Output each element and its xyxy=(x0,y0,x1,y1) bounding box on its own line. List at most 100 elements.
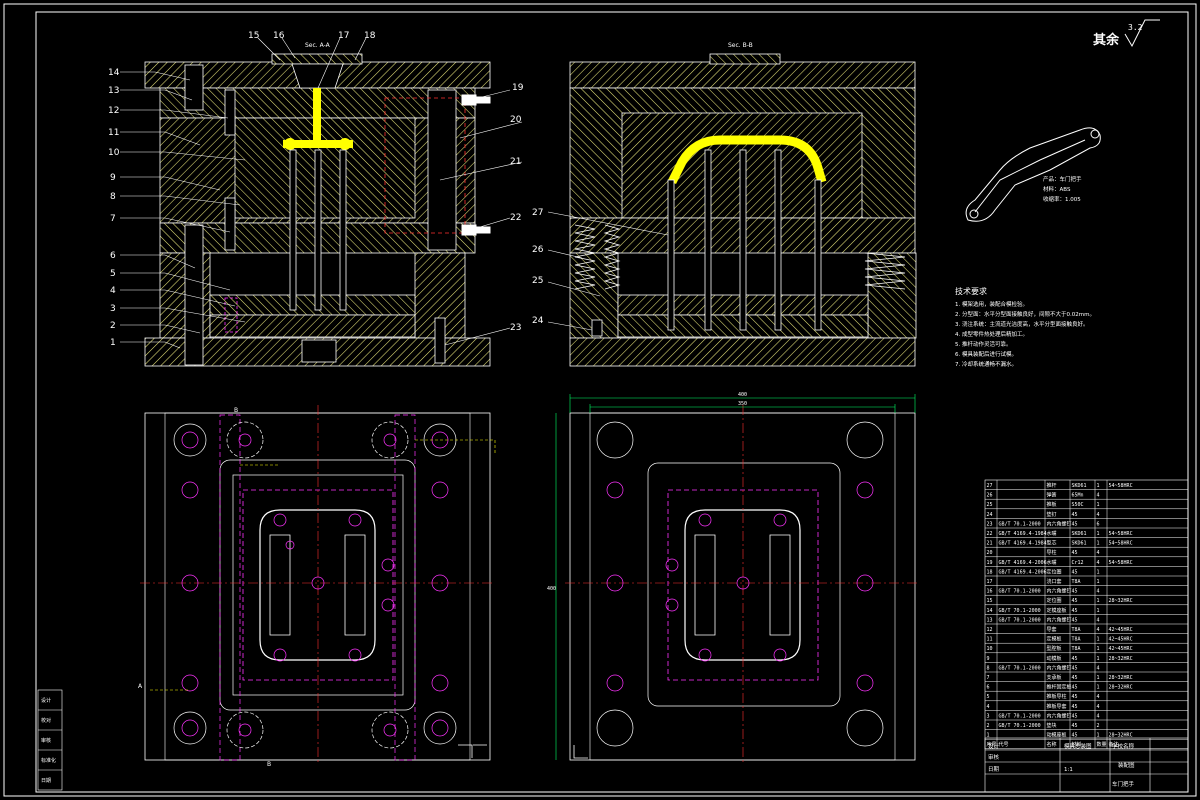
plan-view-moving-half: B B A xyxy=(138,405,496,768)
parts-header-cell: 名称 xyxy=(1047,741,1057,748)
parts-cell: 23 xyxy=(987,521,993,527)
parts-cell: 27 xyxy=(987,483,993,489)
parts-cell: 28~32HRC xyxy=(1109,685,1133,691)
parts-cell: 45 xyxy=(1072,685,1078,691)
parts-cell: GB/T 70.1-2000 xyxy=(999,713,1041,719)
parts-cell: 4 xyxy=(1097,627,1100,633)
parts-cell: T8A xyxy=(1072,627,1081,633)
outer-border xyxy=(3,3,1197,797)
svg-text:14: 14 xyxy=(108,68,120,78)
parts-cell: 1 xyxy=(1097,637,1100,643)
parts-cell: 11 xyxy=(987,637,993,643)
parts-cell: 5 xyxy=(987,694,990,700)
parts-cell: 54~58HRC xyxy=(1109,560,1133,566)
parts-cell: 型腔板 xyxy=(1047,645,1062,652)
svg-text:27: 27 xyxy=(532,208,543,218)
parts-cell: 4 xyxy=(1097,694,1100,700)
svg-text:7: 7 xyxy=(110,214,116,224)
parts-cell: 45 xyxy=(1072,694,1078,700)
part-callouts-left xyxy=(120,37,523,349)
inner-border xyxy=(35,11,1189,793)
svg-text:2. 分型面：水平分型面接触良好，间隙不大于0.02mm。: 2. 分型面：水平分型面接触良好，间隙不大于0.02mm。 xyxy=(955,310,1095,318)
parts-cell: 26 xyxy=(987,493,993,499)
parts-cell: 45 xyxy=(1072,550,1078,556)
parts-cell: 弹簧 xyxy=(1047,492,1057,499)
svg-text:16: 16 xyxy=(273,31,285,41)
parts-cell: 21 xyxy=(987,541,993,547)
svg-text:车门把手: 车门把手 xyxy=(1112,780,1135,788)
parts-header-cell: 序号 xyxy=(987,741,997,748)
parts-cell: SKD61 xyxy=(1072,541,1087,547)
svg-text:日期: 日期 xyxy=(41,778,51,784)
parts-cell: 推板导柱 xyxy=(1047,693,1067,700)
section-b-b-label: Sec. B-B xyxy=(728,42,753,49)
parts-cell: 导柱 xyxy=(1047,549,1057,556)
svg-text:25: 25 xyxy=(532,276,543,286)
parts-cell: 内六角螺钉 xyxy=(1047,588,1072,595)
svg-text:22: 22 xyxy=(510,213,521,223)
svg-text:设计: 设计 xyxy=(41,697,51,704)
parts-cell: 动模板 xyxy=(1047,655,1062,662)
svg-text:21: 21 xyxy=(510,157,521,167)
parts-cell: 推杆 xyxy=(1047,482,1057,489)
parts-cell: T8A xyxy=(1072,646,1081,652)
parts-header-cell: 数量 xyxy=(1097,741,1107,748)
parts-cell: 12 xyxy=(987,627,993,633)
parts-cell: 14 xyxy=(987,608,993,614)
svg-text:5: 5 xyxy=(110,269,116,279)
parts-cell: Cr12 xyxy=(1072,560,1084,566)
parts-cell: 水嘴 xyxy=(1047,559,1057,566)
parts-cell: 54~58HRC xyxy=(1109,531,1133,537)
svg-text:350: 350 xyxy=(738,401,747,407)
parts-cell: 1 xyxy=(1097,685,1100,691)
svg-text:15: 15 xyxy=(248,31,259,41)
svg-text:标准化: 标准化 xyxy=(41,757,56,764)
parts-cell: GB/T 4169.4-2006 xyxy=(999,560,1047,566)
svg-text:2: 2 xyxy=(110,321,116,331)
part-number-labels: 1 2 3 4 5 6 7 8 9 10 11 12 13 14 15 16 1… xyxy=(108,31,544,348)
product-isometric xyxy=(965,127,1101,222)
svg-text:10: 10 xyxy=(108,148,120,158)
svg-text:24: 24 xyxy=(532,316,544,326)
svg-text:6. 模具装配后进行试模。: 6. 模具装配后进行试模。 xyxy=(955,350,1017,358)
svg-text:12: 12 xyxy=(108,106,119,116)
parts-cell: 动模座板 xyxy=(1047,732,1067,739)
svg-text:17: 17 xyxy=(338,31,349,41)
side-stamp xyxy=(37,689,63,791)
parts-cell: GB/T 70.1-2000 xyxy=(999,665,1041,671)
svg-text:模具总装图: 模具总装图 xyxy=(1064,742,1092,750)
svg-text:校对: 校对 xyxy=(41,717,51,724)
parts-cell: 内六角螺钉 xyxy=(1047,664,1072,671)
parts-cell: 1 xyxy=(1097,675,1100,681)
parts-cell: 1 xyxy=(1097,646,1100,652)
parts-cell: 45 xyxy=(1072,521,1078,527)
parts-cell: 28~32HRC xyxy=(1109,675,1133,681)
svg-text:19: 19 xyxy=(512,83,524,93)
parts-cell: 13 xyxy=(987,617,993,623)
parts-cell: 定位圈 xyxy=(1047,568,1062,575)
parts-cell: 1 xyxy=(1097,733,1100,739)
svg-text:7. 冷却系统通畅不漏水。: 7. 冷却系统通畅不漏水。 xyxy=(955,360,1017,368)
parts-cell: 3 xyxy=(987,713,990,719)
parts-cell: 1 xyxy=(1097,569,1100,575)
parts-cell: 垫钉 xyxy=(1047,511,1057,518)
parts-cell: 6 xyxy=(1097,521,1100,527)
parts-cell: 4 xyxy=(1097,512,1100,518)
parts-cell: 25 xyxy=(987,502,993,508)
svg-text:B: B xyxy=(234,407,238,414)
parts-cell: 45 xyxy=(1072,589,1078,595)
parts-cell: 4 xyxy=(987,704,990,710)
parts-cell: 45 xyxy=(1072,713,1078,719)
parts-cell: 1 xyxy=(987,733,990,739)
parts-cell: 17 xyxy=(987,579,993,585)
parts-cell: 4 xyxy=(1097,704,1100,710)
surface-roughness-symbol: 其余 3.2 xyxy=(1093,19,1160,48)
svg-text:20: 20 xyxy=(510,115,522,125)
svg-text:6: 6 xyxy=(110,251,116,261)
parts-cell: 内六角螺钉 xyxy=(1047,616,1072,623)
parts-cell: SKD61 xyxy=(1072,483,1087,489)
svg-text:11: 11 xyxy=(108,128,119,138)
svg-text:3: 3 xyxy=(110,304,116,314)
parts-cell: 20 xyxy=(987,550,993,556)
